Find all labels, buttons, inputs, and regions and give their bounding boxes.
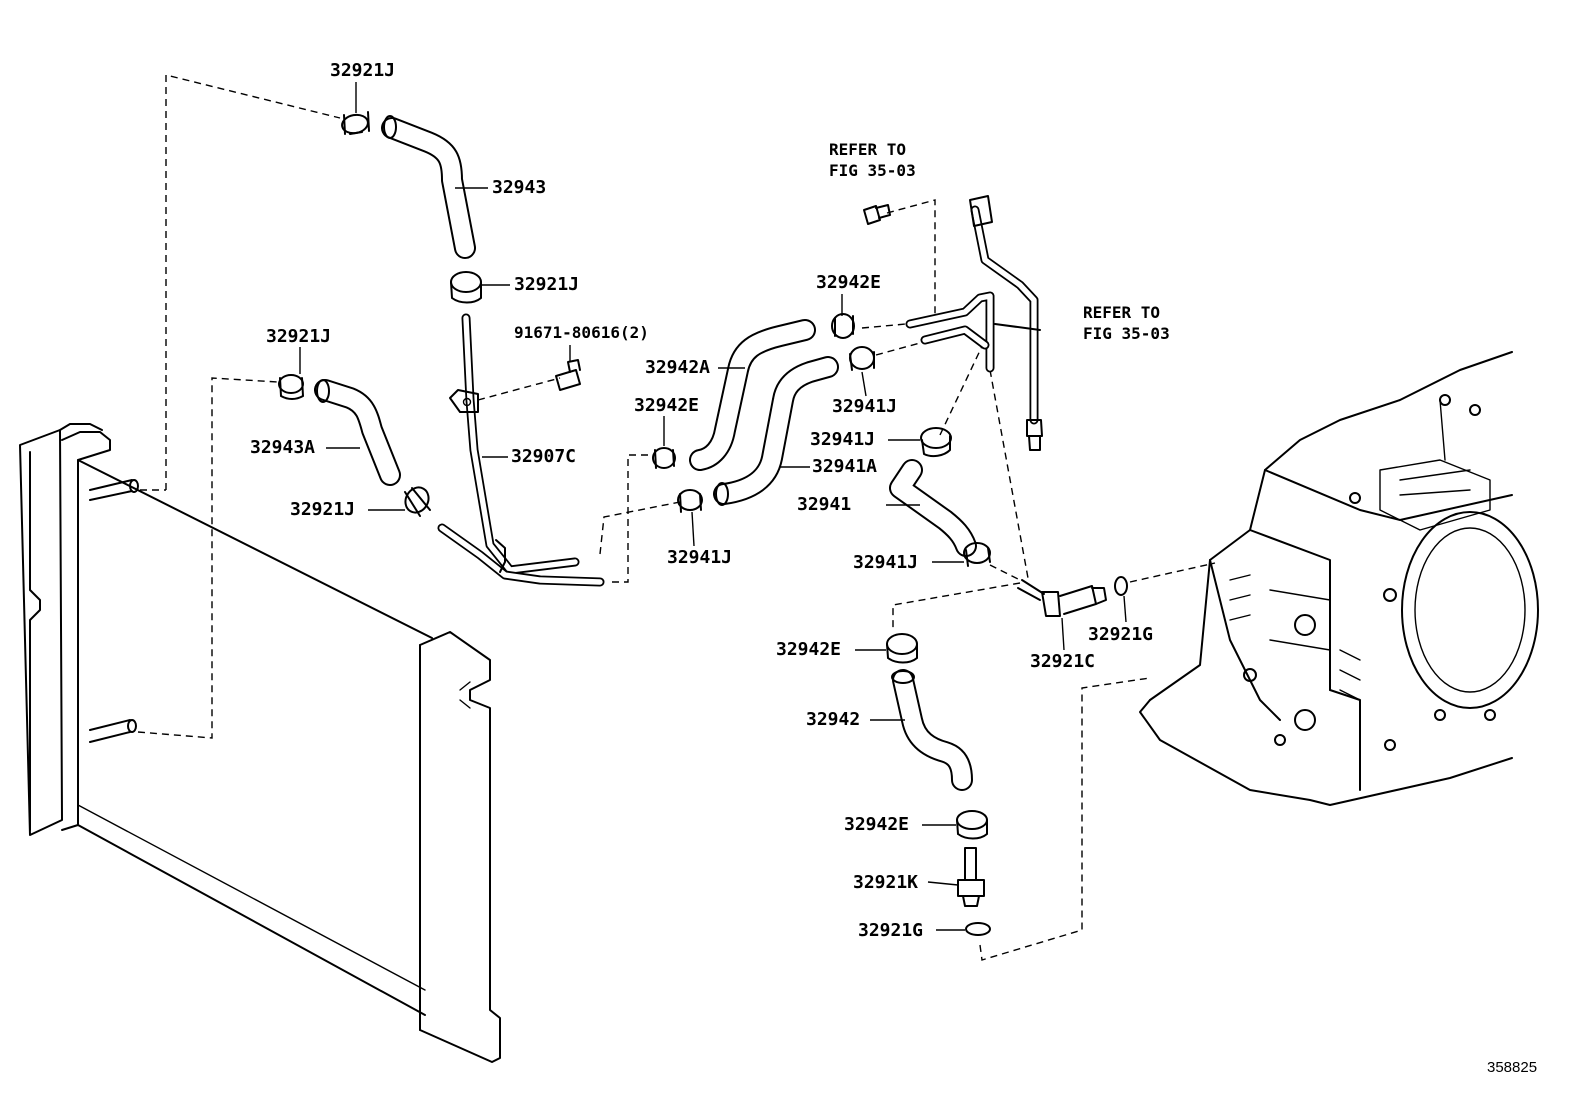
clamp-32921j-left	[278, 374, 304, 400]
label-32942e-mid: 32942E	[634, 395, 699, 416]
hose-32941a	[713, 356, 839, 506]
label-32921j-low: 32921J	[290, 499, 355, 520]
hose-32942a	[689, 319, 816, 471]
figure-id: 358825	[1487, 1059, 1537, 1076]
label-32921k: 32921K	[853, 872, 918, 893]
hose-32942	[891, 669, 973, 791]
label-32921c: 32921C	[1030, 651, 1095, 672]
clamp-32941j-b	[677, 489, 703, 513]
hose-32941	[889, 459, 977, 557]
clamp-32921j-top	[341, 111, 370, 135]
label-32943a: 32943A	[250, 437, 315, 458]
label-32942e-low: 32942E	[776, 639, 841, 660]
pipe-32907c	[437, 313, 605, 587]
label-32921g-right: 32921G	[1088, 624, 1153, 645]
clamp-32921j-low	[404, 486, 431, 517]
clamp-32941j-d	[963, 542, 991, 567]
bolt-refer-top	[863, 204, 891, 225]
label-32942: 32942	[806, 709, 860, 730]
label-leader-lines	[299, 82, 1127, 931]
label-32943: 32943	[492, 177, 546, 198]
label-32921g-bottom: 32921G	[858, 920, 923, 941]
clamp-32942e-b	[956, 810, 988, 840]
label-32942e-top: 32942E	[816, 272, 881, 293]
transaxle-housing-drawing	[1139, 351, 1539, 806]
oring-32921g-right	[1114, 576, 1128, 596]
transaxle-oil-lines	[905, 195, 1043, 451]
radiator-drawing	[19, 423, 501, 1063]
label-32942a: 32942A	[645, 357, 710, 378]
union-32921k	[957, 847, 985, 907]
label-refer-to-top-line1: REFER TO	[829, 140, 906, 159]
label-32941j-d: 32941J	[853, 552, 918, 573]
label-refer-to-top-line2: FIG 35-03	[829, 161, 916, 180]
label-32941: 32941	[797, 494, 851, 515]
label-32921j-left: 32921J	[266, 326, 331, 347]
label-32941a: 32941A	[812, 456, 877, 477]
label-32941j-b: 32941J	[810, 429, 875, 450]
bolt-91671	[555, 359, 581, 391]
hose-32943a	[314, 379, 401, 486]
hose-32943	[381, 115, 476, 259]
label-32921j-top: 32921J	[330, 60, 395, 81]
clamp-32921j-b	[450, 271, 482, 304]
label-32907c: 32907C	[511, 446, 576, 467]
union-32921c	[1017, 579, 1107, 617]
label-32941j-c: 32941J	[667, 547, 732, 568]
label-32941j-a: 32941J	[832, 396, 897, 417]
clamp-32941j-c	[920, 427, 952, 458]
clamp-32941j-a	[849, 346, 875, 371]
label-91671-80616: 91671-80616(2)	[514, 323, 649, 342]
label-refer-to-right-line2: FIG 35-03	[1083, 324, 1170, 343]
label-32942e-b: 32942E	[844, 814, 909, 835]
clamp-32942e-low	[886, 633, 918, 664]
fittings	[555, 204, 1128, 936]
label-32921j-b: 32921J	[514, 274, 579, 295]
oring-32921g-bottom	[965, 922, 991, 936]
clamps	[278, 111, 991, 840]
part-labels: 32921J 32943 32921J 32921J 91671-80616(2…	[250, 60, 1537, 1076]
label-refer-to-right-line1: REFER TO	[1083, 303, 1160, 322]
clamp-32942e-mid	[652, 447, 676, 469]
dashed-connection-lines	[137, 74, 1216, 961]
clamp-32942e-top	[831, 313, 855, 339]
